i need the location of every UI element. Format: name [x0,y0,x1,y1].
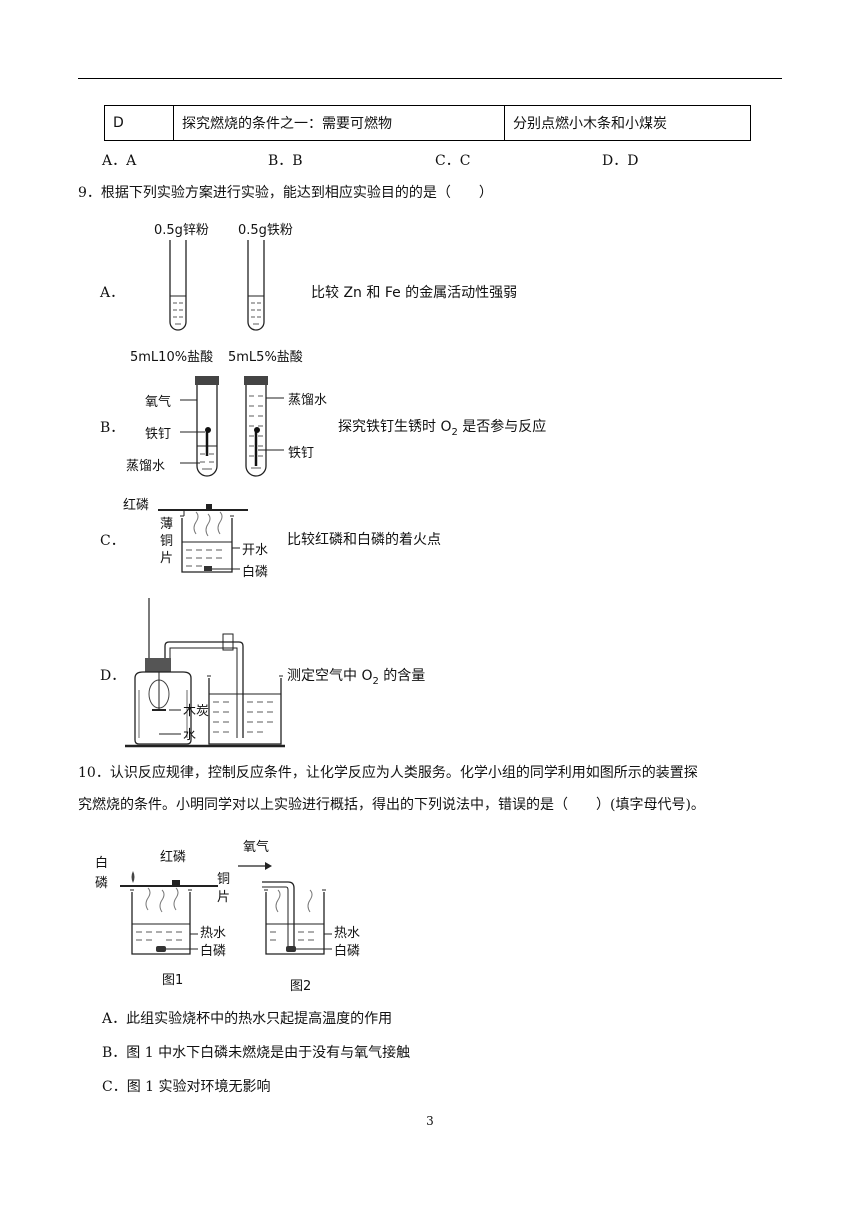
q8-option-d[interactable]: D．D [602,153,639,169]
q10-option-c[interactable]: C．图 1 实验对环境无影响 [102,1079,271,1095]
table-cell-method: 分别点燃小木条和小煤炭 [504,105,751,141]
q9b-water2-label: 蒸馏水 [288,393,328,408]
q10-fig1-white-phosphorus: 白磷 [200,944,227,959]
q9c-white-phosphorus-label: 白磷 [242,565,269,580]
q9c-description: 比较红磷和白磷的着火点 [287,532,441,548]
q10-fig1-red-phosphorus: 红磷 [160,850,187,865]
table-row: D 探究燃烧的条件之一：需要可燃物 分别点燃小木条和小煤炭 [104,105,751,141]
q9c-hot-water-label: 开水 [242,543,269,558]
answer-table-fragment: D 探究燃烧的条件之一：需要可燃物 分别点燃小木条和小煤炭 [104,105,751,141]
q9b-oxygen-label: 氧气 [145,395,172,410]
header-rule [78,78,782,79]
q10-option-b[interactable]: B．图 1 中水下白磷未燃烧是由于没有与氧气接触 [102,1045,411,1061]
table-cell-option: D [104,105,174,141]
q8-option-a[interactable]: A．A [102,153,137,169]
q10-fig2-hot-water: 热水 [334,926,361,941]
page-number: 3 [426,1114,434,1128]
q10-combustion-figures [120,862,332,955]
q9b-rust-tubes-diagram [180,376,284,477]
q9a-tube2-bottom: 5mL5%盐酸 [228,350,303,365]
q9-option-a-label[interactable]: A． [100,285,125,301]
q9a-test-tubes-diagram [169,240,265,331]
q10-fig1-copper-char2: 片 [217,890,231,905]
q9c-copper-char1: 薄 [160,517,174,532]
q10-fig1-hot-water: 热水 [200,926,227,941]
q9b-nail-label: 铁钉 [145,427,172,442]
q9a-description: 比较 Zn 和 Fe 的金属活动性强弱 [311,285,518,301]
q9a-tube1-top: 0.5g锌粉 [154,223,209,238]
q9c-beaker-diagram [158,504,248,573]
q9c-red-phosphorus-label: 红磷 [123,498,150,513]
q9-stem: 9．根据下列实验方案进行实验，能达到相应实验目的的是（ ） [78,185,493,201]
table-cell-purpose: 探究燃烧的条件之一：需要可燃物 [173,105,505,141]
q10-fig2-oxygen: 氧气 [243,840,270,855]
q9-option-d-label[interactable]: D． [100,668,126,684]
q10-fig2-caption: 图2 [290,979,312,994]
q10-stem-line1: 10．认识反应规律，控制反应条件，让化学反应为人类服务。化学小组的同学利用如图所… [78,765,698,781]
q10-fig1-caption: 图1 [162,973,184,988]
q8-option-b[interactable]: B．B [268,153,303,169]
q10-fig2-white-phosphorus: 白磷 [334,944,361,959]
q9b-water-label: 蒸馏水 [126,459,166,474]
q9-option-b-label[interactable]: B． [100,420,125,436]
q9d-charcoal-label: 木炭 [183,704,210,719]
q9b-nail2-label: 铁钉 [288,446,315,461]
q10-fig1-white-char1: 白 [95,856,109,871]
q8-option-c[interactable]: C．C [435,153,471,169]
q9a-tube1-bottom: 5mL10%盐酸 [130,350,214,365]
q10-fig1-white-char2: 磷 [95,876,109,891]
q9d-air-oxygen-apparatus [125,598,285,748]
q9-option-c-label[interactable]: C． [100,533,125,549]
q9c-copper-char3: 片 [160,551,174,566]
q10-stem-line2: 究燃烧的条件。小明同学对以上实验进行概括，得出的下列说法中，错误的是（ ）(填字… [78,797,705,813]
q10-fig1-copper-char1: 铜 [217,872,231,887]
q8-options: A．A B．B C．C D．D [102,150,722,170]
q9d-description: 测定空气中 O2 的含量 [287,668,426,687]
q10-option-a[interactable]: A．此组实验烧杯中的热水只起提高温度的作用 [102,1011,393,1027]
q9a-tube2-top: 0.5g铁粉 [238,223,293,238]
q9b-description: 探究铁钉生锈时 O2 是否参与反应 [338,419,547,438]
q9c-copper-char2: 铜 [160,534,174,549]
q9d-water-label: 水 [183,728,197,743]
